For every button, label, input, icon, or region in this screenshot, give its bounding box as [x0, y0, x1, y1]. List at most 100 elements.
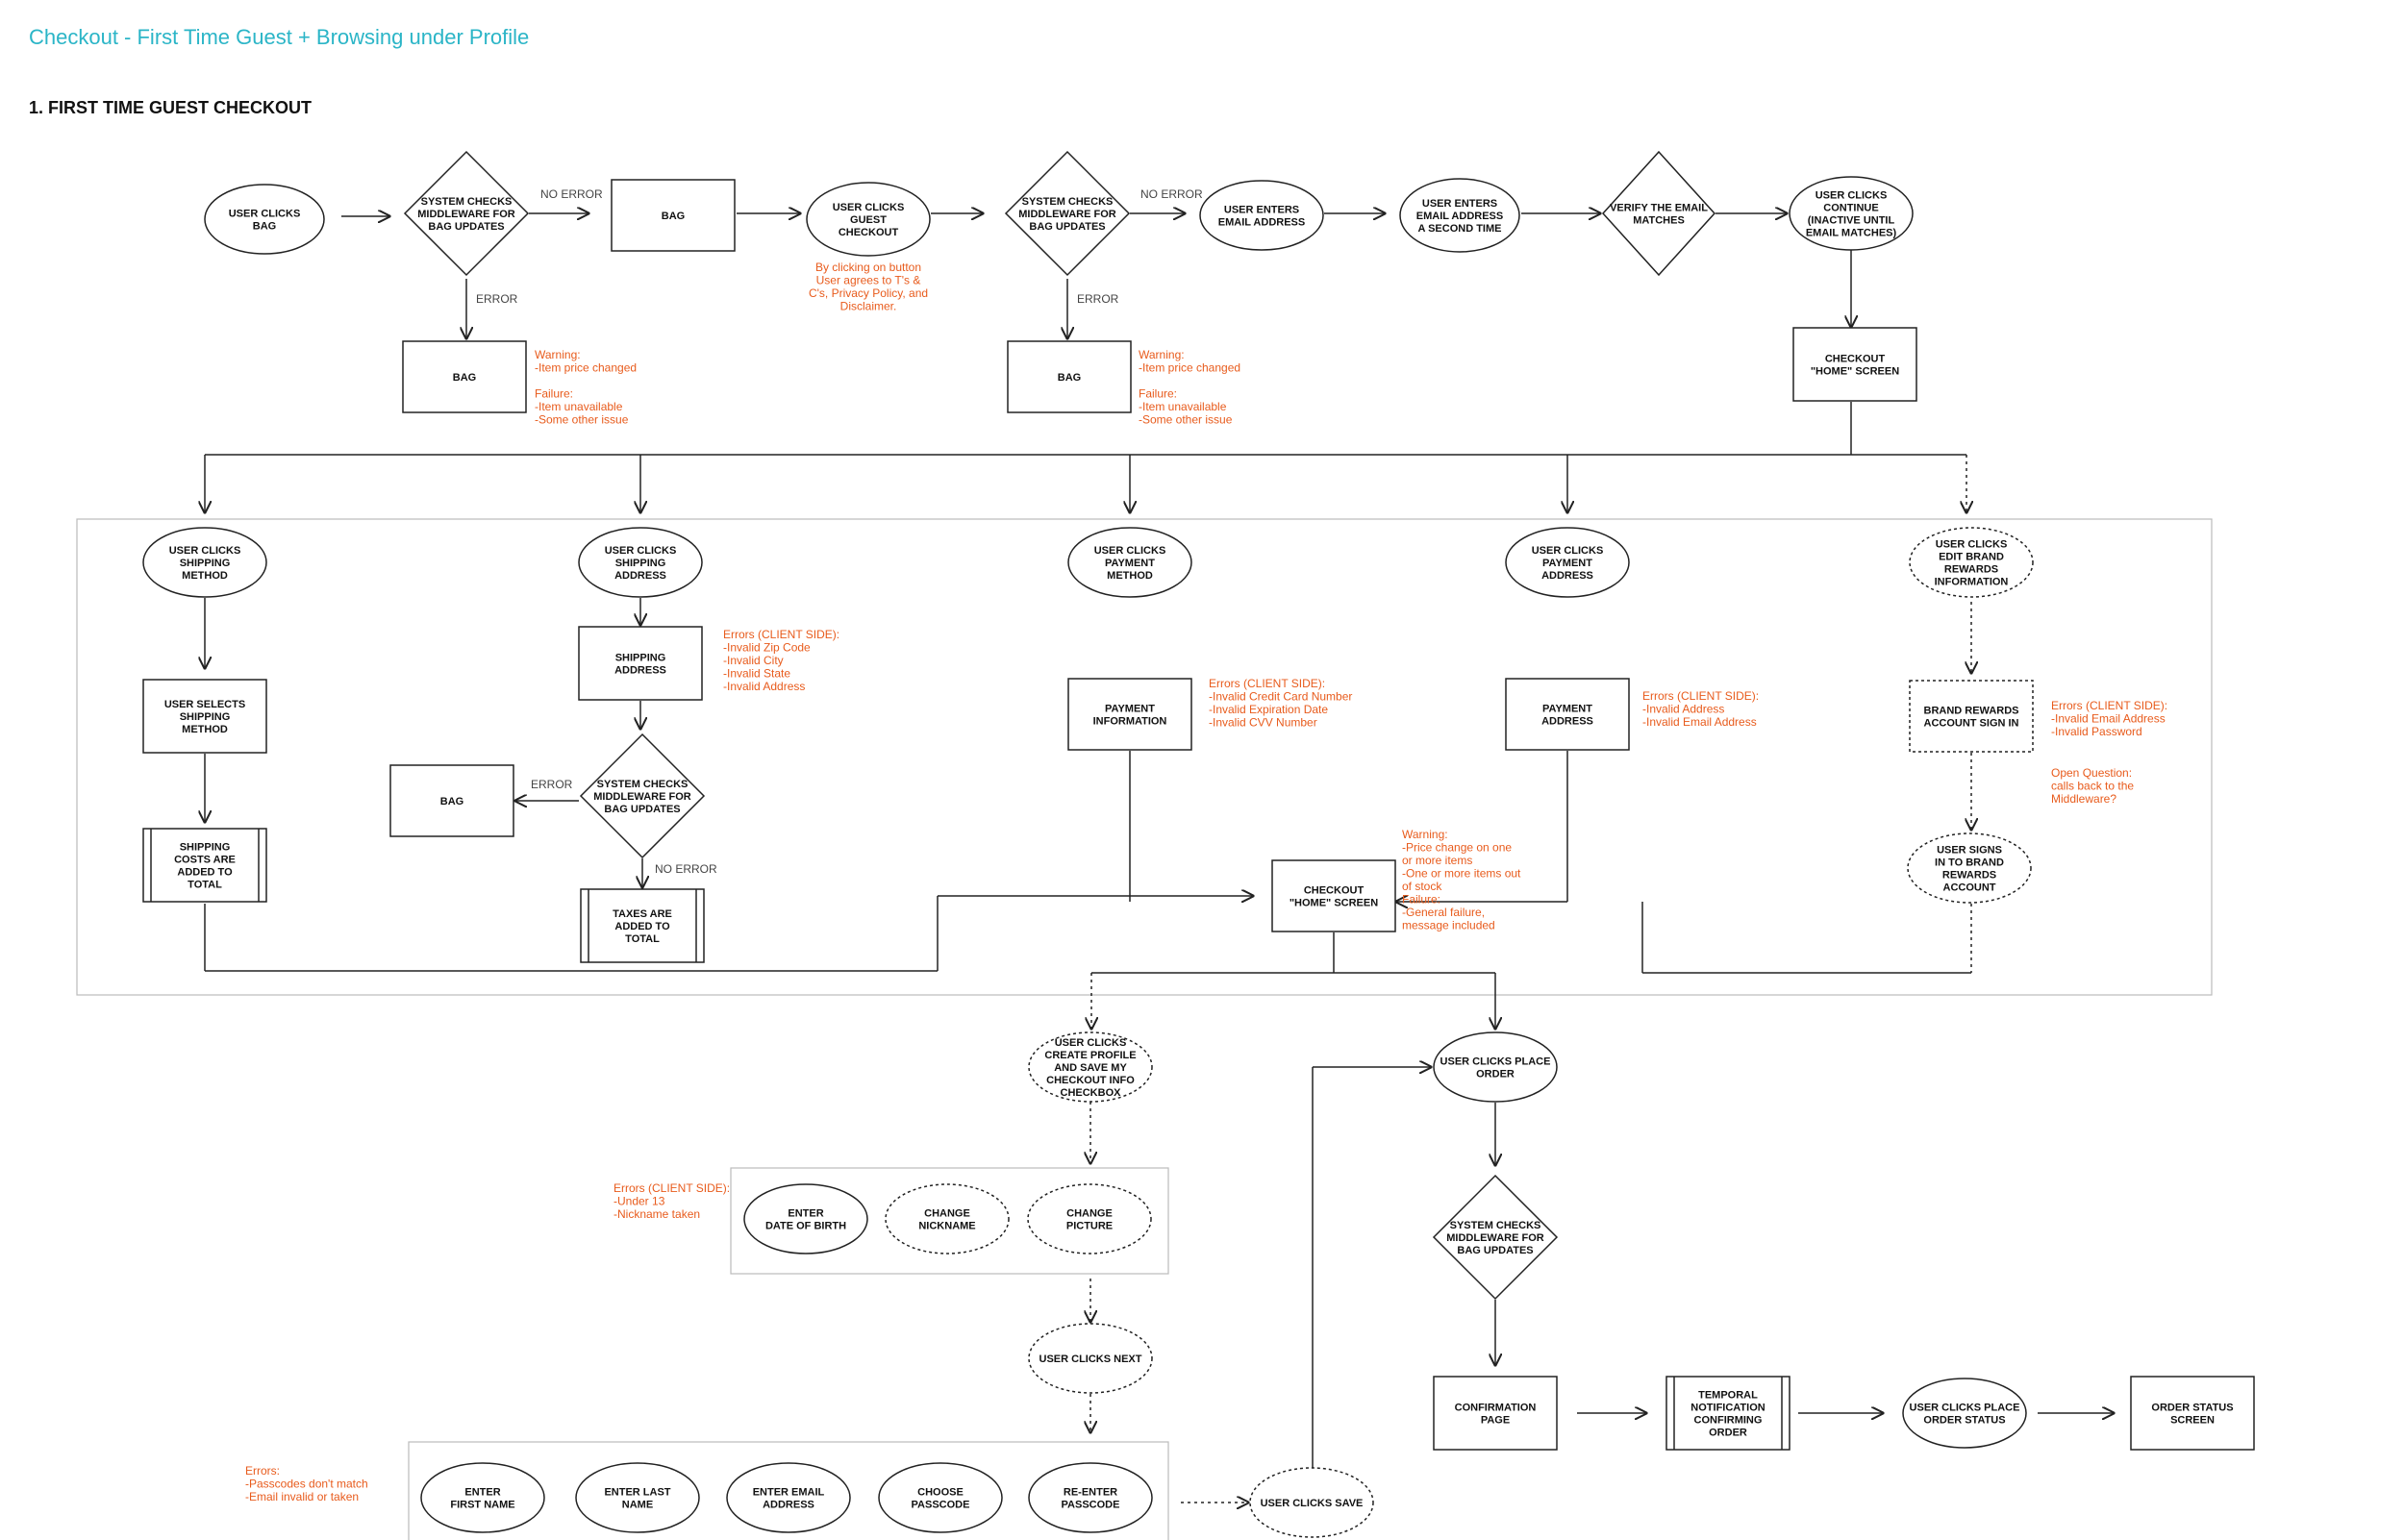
annotation-note: Errors (CLIENT SIDE): — [614, 1181, 730, 1195]
node-p2-label: MIDDLEWARE FOR — [1446, 1232, 1543, 1244]
node-b3-label: SHIPPING — [180, 842, 231, 854]
edge-label: NO ERROR — [1140, 187, 1203, 201]
annotation-note: -Some other issue — [1139, 413, 1233, 427]
node-n11-label: BAG — [1058, 372, 1081, 384]
annotation-note: Failure: — [535, 387, 573, 401]
node-n7-label: USER ENTERS — [1422, 198, 1497, 210]
node-n4-label: CHECKOUT — [839, 227, 899, 238]
node-n1-shape — [204, 184, 325, 255]
node-f1-shape — [1909, 527, 2034, 598]
node-g2-label: DATE OF BIRTH — [765, 1221, 846, 1232]
node-f3-label: IN TO BRAND — [1935, 857, 2004, 869]
node-f1-label: INFORMATION — [1935, 577, 2009, 588]
node-n4-label: GUEST — [850, 214, 887, 226]
annotation-note: -Invalid Email Address — [2051, 712, 2166, 726]
node-n6-label: EMAIL ADDRESS — [1218, 217, 1305, 229]
node-p2-label: SYSTEM CHECKS — [1450, 1220, 1541, 1231]
node-e1-label: ADDRESS — [1541, 570, 1593, 582]
node-h4-label: PASSCODE — [912, 1500, 970, 1511]
node-n6-label: USER ENTERS — [1224, 205, 1299, 216]
annotation-note: -Invalid Email Address — [1642, 715, 1757, 729]
node-n2-label: SYSTEM CHECKS — [421, 196, 513, 208]
annotation-note: -One or more items out — [1402, 867, 1521, 881]
node-f3-label: ACCOUNT — [1943, 882, 1996, 894]
node-g3-shape — [885, 1183, 1010, 1254]
annotation-note: -Invalid Address — [723, 680, 805, 693]
node-n8-label: VERIFY THE EMAIL — [1610, 203, 1708, 214]
node-n8-shape — [1601, 150, 1716, 277]
node-n12-label: CHECKOUT — [1825, 354, 1886, 365]
node-f3-label: USER SIGNS — [1937, 845, 2002, 857]
node-p1-label: ORDER — [1476, 1069, 1515, 1080]
node-b1-label: METHOD — [182, 570, 228, 582]
node-h4-shape — [878, 1462, 1003, 1533]
annotation-note: User agrees to T's & — [816, 274, 921, 287]
node-n10-label: BAG — [453, 372, 476, 384]
annotation-note: -Item unavailable — [1139, 400, 1227, 413]
annotation-note: -Invalid State — [723, 667, 790, 681]
node-n1-label: USER CLICKS — [229, 209, 301, 220]
node-p4-label: TEMPORAL — [1698, 1390, 1758, 1402]
node-n2-label: BAG UPDATES — [428, 221, 504, 233]
annotation-note: Warning: — [1402, 828, 1448, 841]
node-e2-label: ADDRESS — [1541, 716, 1593, 728]
node-n8-label: MATCHES — [1633, 215, 1685, 227]
node-h5-label: PASSCODE — [1062, 1500, 1120, 1511]
annotation-note: -Item price changed — [535, 361, 637, 375]
annotation-note: -General failure, — [1402, 906, 1485, 919]
node-n4-label: USER CLICKS — [833, 202, 905, 213]
edge-label: NO ERROR — [655, 862, 717, 876]
annotation-note: -Invalid Zip Code — [723, 641, 811, 655]
node-c5-label: ADDED TO — [614, 921, 670, 932]
node-n9-label: (INACTIVE UNTIL — [1808, 215, 1895, 227]
node-g4-label: CHANGE — [1066, 1208, 1113, 1220]
node-n2-label: MIDDLEWARE FOR — [417, 209, 514, 220]
edge-label: ERROR — [476, 292, 518, 306]
annotation-note: -Invalid CVV Number — [1209, 716, 1317, 730]
node-p4-label: ORDER — [1709, 1428, 1747, 1439]
node-c2-label: ADDRESS — [614, 665, 666, 677]
node-f2-label: ACCOUNT SIGN IN — [1924, 718, 2019, 730]
node-p6-shape — [2130, 1376, 2255, 1451]
node-h1-label: ENTER — [464, 1487, 500, 1499]
node-p2-label: BAG UPDATES — [1457, 1245, 1533, 1256]
node-n5-shape — [1004, 150, 1131, 277]
node-e2-shape — [1505, 678, 1630, 751]
node-c1-label: USER CLICKS — [605, 545, 677, 557]
node-p6-label: SCREEN — [2170, 1415, 2215, 1427]
node-h6-shape — [1249, 1467, 1374, 1538]
node-c1-shape — [578, 527, 703, 598]
node-n12-label: "HOME" SCREEN — [1811, 366, 1899, 378]
node-h2-label: ENTER LAST — [604, 1487, 670, 1499]
annotation-note: Errors: — [245, 1464, 280, 1478]
node-n12-shape — [1792, 327, 1917, 402]
node-p2-shape — [1432, 1174, 1559, 1301]
node-n11-shape — [1007, 340, 1132, 413]
annotation-note: -Invalid Credit Card Number — [1209, 690, 1352, 704]
node-c3-label: MIDDLEWARE FOR — [593, 791, 690, 803]
node-c5-shape — [580, 888, 705, 963]
node-b1-shape — [142, 527, 267, 598]
annotation-note: of stock — [1402, 880, 1442, 893]
annotation-note: -Some other issue — [535, 413, 629, 427]
edge-label: ERROR — [531, 778, 573, 791]
node-d3-label: CHECKOUT — [1304, 885, 1365, 897]
annotation-note: By clicking on button — [815, 261, 921, 274]
node-p4-shape — [1665, 1376, 1790, 1451]
node-f2-label: BRAND REWARDS — [1924, 706, 2019, 717]
node-n5-label: MIDDLEWARE FOR — [1018, 209, 1115, 220]
annotation-note: Open Question: — [2051, 766, 2132, 780]
node-b3-label: TOTAL — [188, 880, 222, 891]
profile-fields-container — [408, 1441, 1169, 1540]
node-f2-shape — [1909, 680, 2034, 753]
node-h1-shape — [420, 1462, 545, 1533]
node-h2-label: NAME — [622, 1500, 653, 1511]
node-p5-label: USER CLICKS PLACE — [1910, 1403, 2020, 1414]
annotation-note: -Invalid Address — [1642, 703, 1724, 716]
annotation-note: Warning: — [535, 348, 581, 361]
node-p5-label: ORDER STATUS — [1923, 1415, 2005, 1427]
annotation-note: calls back to the — [2051, 780, 2134, 793]
annotation-note: message included — [1402, 919, 1495, 932]
node-n3-label: BAG — [662, 211, 685, 222]
node-g3-label: CHANGE — [924, 1208, 970, 1220]
